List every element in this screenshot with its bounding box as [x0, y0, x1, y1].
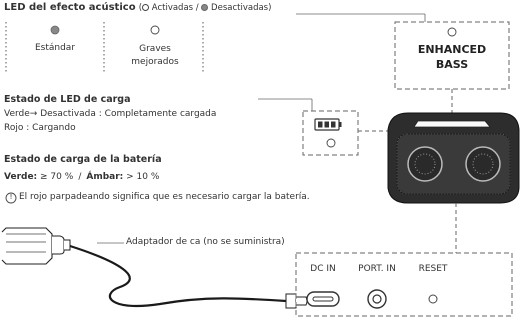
usb-c-port-inner: [312, 296, 334, 302]
speaker-right-driver-ring: [472, 153, 494, 175]
charge-led-callout-box: [302, 110, 359, 156]
enhanced-bass-callout-box: [394, 21, 510, 90]
dc-in-label: DC IN: [310, 264, 336, 274]
ac-adapter-illustration: [1, 227, 71, 265]
charge-led-red-line: Rojo : Cargando: [4, 123, 76, 133]
led-off-circle-icon: [50, 25, 60, 35]
enhanced-bass-led-icon: [447, 27, 457, 37]
charge-led-green-line: Verde→ Desactivada : Completamente carga…: [4, 109, 217, 119]
mode-label-standard: Estándar: [34, 43, 76, 53]
port-in-label: PORT. IN: [358, 264, 396, 274]
legend-off-text: Desactivadas): [208, 3, 272, 13]
charge-led-circle-icon: [326, 138, 336, 148]
adapter-label: Adaptador de ca (no se suministra): [126, 237, 285, 247]
speaker-right-driver: [465, 146, 501, 182]
battery-amber-label: Ámbar:: [86, 172, 124, 182]
sound-led-title: LED del efecto acústico: [4, 2, 136, 13]
reset-button-icon: [428, 294, 438, 304]
battery-separator: /: [78, 172, 82, 182]
charging-cable: [69, 244, 287, 308]
battery-note: El rojo parpadeando significa que es nec…: [19, 192, 310, 202]
battery-amber-value: > 10 %: [123, 172, 160, 182]
battery-title: Estado de carga de la batería: [4, 154, 162, 165]
speaker-illustration: [387, 112, 520, 204]
sound-led-legend: ( Activadas / Desactivadas): [139, 3, 272, 13]
battery-green-value: ≥ 70 %: [37, 172, 74, 182]
info-icon-glyph: !: [9, 193, 13, 201]
legend-open-paren: (: [138, 3, 143, 13]
speaker-left-driver-ring: [414, 153, 436, 175]
led-on-legend-icon: [142, 4, 150, 11]
mode-label-enhanced: Graves mejorados: [131, 44, 179, 67]
led-on-circle-icon: [150, 25, 160, 35]
sound-led-heading: LED del efecto acústico ( Activadas / De…: [4, 2, 271, 14]
charge-led-title: Estado de LED de carga: [4, 94, 131, 105]
reset-label: RESET: [418, 264, 448, 274]
battery-levels: Verde: ≥ 70 % / Ámbar: > 10 %: [4, 172, 159, 183]
enhanced-bass-label: ENHANCED BASS: [417, 43, 487, 71]
legend-on-text: Activadas /: [149, 3, 202, 13]
battery-green-label: Verde:: [4, 172, 38, 182]
led-off-legend-icon: [201, 4, 209, 11]
info-circle-icon: [5, 192, 17, 204]
audio-jack-inner: [372, 294, 382, 304]
speaker-grille-holes: [396, 133, 511, 195]
port-panel-callout-box: [295, 252, 513, 317]
speaker-top-panel: [413, 120, 491, 128]
battery-icon: [314, 118, 342, 131]
speaker-left-driver: [407, 146, 443, 182]
